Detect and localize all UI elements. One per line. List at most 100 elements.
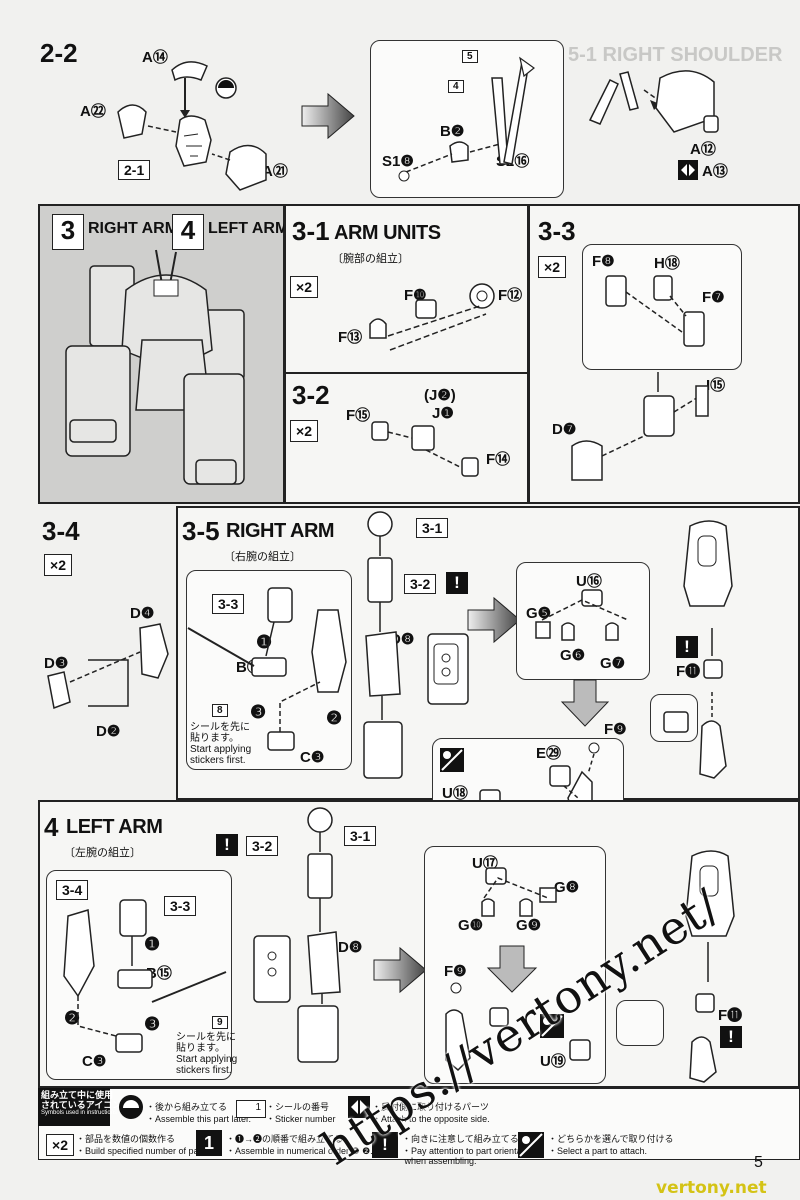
step-3-3-detail-box: [582, 244, 742, 370]
step-3-2-drawing: [371, 421, 479, 477]
part-g9: G❾: [516, 917, 542, 934]
legend-select-en: ・Select a part to attach.: [548, 1146, 648, 1156]
part-d4: D❹: [130, 605, 155, 622]
select-part-icon-3-5: [440, 748, 464, 772]
step-4-num: 4: [172, 214, 204, 250]
step-mark-2-left: ❷: [64, 1008, 81, 1028]
part-a22: A㉒: [80, 103, 106, 120]
part-j2-paren: (J❷): [424, 387, 456, 404]
step-3-num-text: 3: [60, 215, 76, 245]
legend-order-icon: 1: [196, 1130, 222, 1156]
legend-caution-jp: ・向きに注意して組み立てる: [402, 1134, 519, 1144]
part-j1: J❶: [432, 405, 454, 422]
step-3-5-title: RIGHT ARM: [226, 520, 335, 542]
step-3-5-hand-box: [516, 562, 650, 680]
part-a13: A⑬: [702, 163, 728, 180]
step-3-title: RIGHT ARM: [88, 220, 179, 237]
step-3-4-label: 3-4: [42, 516, 80, 546]
sticker-ref-8: 8: [212, 704, 228, 717]
step-4-title: LEFT ARM: [66, 816, 163, 838]
part-u19: U⑲: [540, 1053, 566, 1070]
part-d7: D❼: [552, 421, 577, 438]
step-4-orientation-box: [616, 1000, 664, 1046]
step-4-jp: 〔左腕の組立〕: [64, 847, 141, 859]
part-f15: F⑮: [346, 407, 371, 424]
right-arm-final-drawing: [663, 520, 733, 779]
legend-opposite-side-icon: [348, 1096, 370, 1118]
legend-bar: [38, 1088, 800, 1160]
sticker-note-jp: シールを先に 貼ります。: [190, 722, 250, 744]
legend-order-en: ・Assemble in numerical order ❶ ❷...: [226, 1146, 378, 1156]
arrow-4-to-hand: [373, 946, 427, 994]
sticker-note-en: Start applying stickers first.: [190, 744, 252, 766]
step-mark-3: ❸: [250, 702, 267, 722]
part-f8: F❽: [592, 253, 615, 270]
step-2-2-label: 2-2: [40, 38, 78, 68]
ref-3-4: 3-4: [56, 880, 89, 900]
step-4-title: LEFT ARM: [208, 220, 289, 237]
caution-icon-4: !: [216, 834, 238, 856]
part-h18: H⑱: [654, 255, 680, 272]
step-3-4-drawing: [47, 623, 169, 710]
step-mark-2: ❷: [326, 708, 343, 728]
part-a12: A⑫: [690, 141, 716, 158]
part-f11-left: F⓫: [718, 1007, 743, 1024]
legend-title-box: 組み立て中に使用 されているアイコン Symbols used in instr…: [38, 1088, 122, 1126]
sticker-ref-4: 4: [448, 80, 464, 93]
arrow-2-2-to-next: [301, 92, 355, 140]
legend-caution-en: ・Pay attention to part orientation when …: [402, 1146, 537, 1166]
watermark-brand: vertony.net: [656, 1178, 767, 1198]
legend-qty-en: ・Build specified number of parts.: [76, 1146, 212, 1156]
ref-3-2: 3-2: [404, 574, 437, 594]
gundam-torso-drawing: [65, 249, 245, 485]
caution-icon-3-5: !: [446, 572, 468, 594]
legend-order-icon-num: 1: [203, 1133, 214, 1153]
ref-2-1: 2-1: [118, 160, 151, 180]
step-mark-1-left: ❶: [144, 934, 161, 954]
left-arm-final-drawing: [685, 850, 735, 1083]
legend-opposite-jp: ・反対側に取り付けるパーツ: [372, 1102, 489, 1112]
legend-title-jp: 組み立て中に使用 されているアイコン: [41, 1090, 122, 1110]
part-e29: E㉙: [536, 745, 562, 762]
legend-opposite-en: ・Attach to the opposite side.: [372, 1114, 490, 1124]
part-d8-left: D❽: [338, 939, 363, 956]
part-d3: D❸: [44, 655, 69, 672]
step-2-2-head-drawing: [117, 61, 267, 191]
ref-3-1-left: 3-1: [344, 826, 377, 846]
step-3-3-label: 3-3: [538, 216, 576, 246]
step-3-4-qty: ×2: [44, 554, 72, 576]
step-3-2-panel: [284, 372, 529, 504]
legend-select-jp: ・どちらかを選んで取り付ける: [548, 1134, 674, 1144]
step-4-label: 4: [44, 812, 59, 842]
part-g6: G❻: [560, 647, 586, 664]
shoulder-assembly-drawing: [588, 70, 719, 133]
hand-parts-drawing-right: [535, 589, 629, 641]
sticker-ref-5: 5: [462, 50, 478, 63]
part-f11-right: F⓫: [676, 663, 701, 680]
step-3-5-subassembly-drawing: [187, 587, 347, 751]
step-3-3-qty: ×2: [538, 256, 566, 278]
part-b2: B❷: [440, 123, 465, 140]
caution-icon-right-hand: !: [676, 636, 698, 658]
part-f7: F❼: [702, 289, 725, 306]
caution-icon-left-hand: !: [720, 1026, 742, 1048]
part-c3: C❸: [300, 749, 325, 766]
step-3-2-label: 3-2: [292, 380, 330, 410]
ref-3-1: 3-1: [416, 518, 449, 538]
part-f13: F⑬: [338, 329, 363, 346]
legend-title-en: Symbols used in instructions: [41, 1110, 118, 1116]
step-3-3-drawing: [571, 275, 709, 481]
legend-select-icon: [518, 1132, 544, 1158]
legend-sticker-jp: ・シールの番号: [266, 1102, 330, 1112]
step-4-subassembly-drawing: [63, 899, 227, 1053]
part-g8: G❽: [554, 879, 580, 896]
legend-sticker-icon-num: 1: [255, 1102, 261, 1113]
legend-qty-jp: ・部品を数値の個数作る: [76, 1134, 176, 1144]
page-number: 5: [754, 1154, 763, 1171]
arrow-3-5-to-hand: [467, 596, 521, 644]
opposite-side-icon: [678, 160, 698, 180]
ref-3-2-left: 3-2: [246, 836, 279, 856]
step-4-arm-drawing: [253, 807, 341, 1063]
part-d2: D❷: [96, 723, 121, 740]
part-i15: I⑮: [706, 377, 726, 394]
